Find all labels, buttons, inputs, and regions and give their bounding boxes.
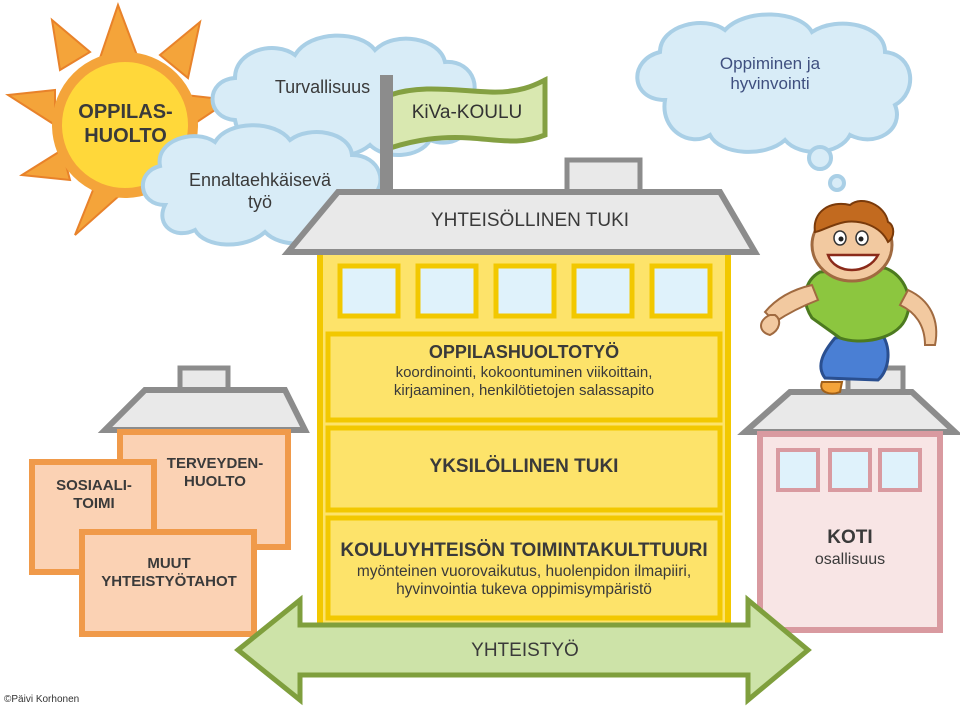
- other-partners-label: MUUT YHTEISTYÖTAHOT: [84, 555, 254, 591]
- flag-icon: [380, 75, 548, 200]
- health-line2: HUOLTO: [184, 473, 246, 490]
- sun-icon: [5, 2, 233, 236]
- roof-label: YHTEISÖLLINEN TUKI: [430, 210, 630, 231]
- other-line1: MUUT: [147, 555, 191, 572]
- health-care-label: TERVEYDEN- HUOLTO: [150, 455, 280, 491]
- band1-line1: koordinointi, kokoontuminen viikoittain,: [395, 363, 653, 381]
- thought-line1: Oppiminen ja: [719, 54, 821, 73]
- cloud-prevent-line2: työ: [247, 191, 272, 212]
- band-student-welfare: OPPILASHUOLTOTYÖ koordinointi, kokoontum…: [330, 342, 718, 400]
- band3-line1: myönteinen vuorovaikutus, huolenpidon il…: [356, 562, 692, 580]
- thought-line2: hyvinvointi: [730, 74, 810, 94]
- flag-label: KiVa-KOULU: [411, 102, 523, 123]
- sun-label-line1: OPPILAS-: [78, 101, 173, 123]
- copyright-note: ©Päivi Korhonen: [4, 694, 80, 705]
- band3-title: KOULUYHTEISÖN TOIMINTAKULTTUURI: [340, 540, 708, 561]
- school-building-icon: [281, 157, 761, 633]
- house-icon: [737, 365, 960, 633]
- band1-title: OPPILASHUOLTOTYÖ: [428, 342, 620, 362]
- health-line1: TERVEYDEN-: [166, 455, 264, 472]
- social-services-label: SOSIAALI- TOIMI: [34, 477, 154, 513]
- cloud-icon: [635, 12, 913, 192]
- band3-line2: hyvinvointia tukeva oppimisympäristö: [396, 581, 652, 599]
- band-culture: KOULUYHTEISÖN TOIMINTAKULTTUURI myöntein…: [322, 540, 726, 600]
- sun-label: OPPILAS- HUOLTO: [68, 100, 183, 148]
- band1-line2: kirjaaminen, henkilötietojen salassapito: [393, 381, 655, 399]
- band-individual-support: YKSILÖLLINEN TUKI: [429, 456, 619, 477]
- cloud-safety-label: Turvallisuus: [274, 77, 371, 97]
- happy-boy-icon: [760, 200, 938, 395]
- cloud-prevent-line1: Ennaltaehkäisevä: [188, 170, 332, 190]
- thought-cloud-label: Oppiminen ja hyvinvointi: [690, 54, 850, 95]
- double-arrow-icon: [234, 594, 812, 706]
- social-line2: TOIMI: [73, 495, 115, 512]
- arrow-label: YHTEISTYÖ: [471, 640, 579, 661]
- social-line1: SOSIAALI-: [56, 477, 132, 494]
- home-title: KOTI: [827, 527, 873, 548]
- sun-label-line2: HUOLTO: [84, 125, 167, 147]
- home-subtitle: osallisuus: [814, 550, 886, 568]
- cloud-prevent-label: Ennaltaehkäisevä työ: [175, 170, 345, 213]
- home-label: KOTI osallisuus: [762, 527, 938, 569]
- other-line2: YHTEISTYÖTAHOT: [101, 573, 237, 590]
- house-icon: [29, 365, 310, 637]
